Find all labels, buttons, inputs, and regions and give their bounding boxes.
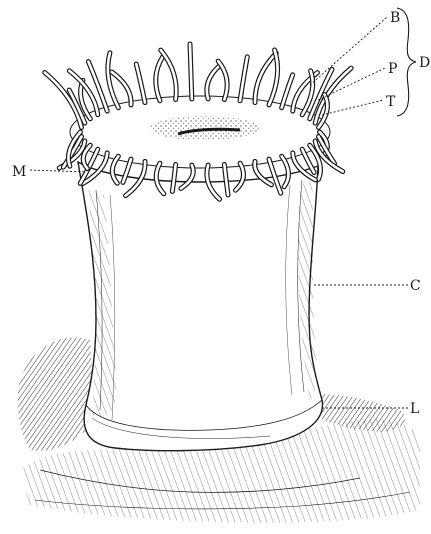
label-t: T [386,94,396,110]
leader-line-t [322,100,383,115]
label-l: L [410,401,419,417]
label-b: B [390,10,400,26]
leader-line-m [30,170,86,172]
label-p: P [388,61,397,77]
leader-line-b [310,17,387,85]
label-c: C [410,278,421,294]
label-d: D [419,55,430,71]
tentacle-highlight [88,62,107,112]
tentacle-highlight [136,64,145,103]
anemone-column [78,162,322,451]
tentacle-highlight [190,44,192,99]
tentacle-highlight [282,75,293,108]
label-m: M [12,164,26,180]
